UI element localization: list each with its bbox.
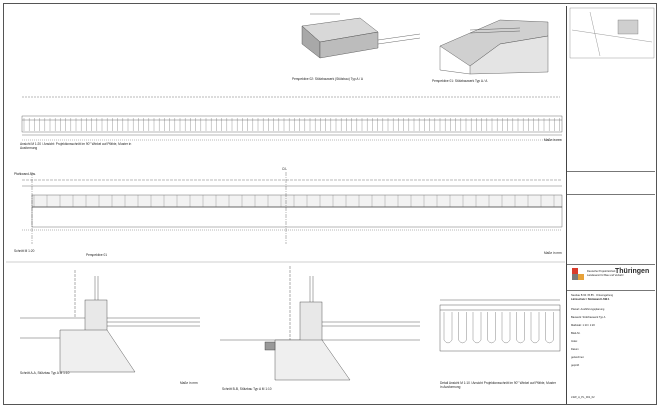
sheet-border — [3, 3, 657, 405]
elevation-strip-1 — [21, 96, 563, 141]
section-a-a-graphic — [20, 270, 200, 373]
tb-divider — [567, 290, 655, 291]
tb-row-7: geprüft — [571, 364, 580, 367]
detail-elevation-graphic — [439, 299, 561, 352]
perspective-01-graphic — [439, 19, 549, 75]
tb-row-6: gezeichnet — [571, 356, 584, 359]
detail-picket-row — [443, 312, 554, 344]
detail-picket — [458, 312, 467, 344]
perspective-02-graphic — [301, 13, 421, 59]
project-line: Neubau B 90 / B 85 · Ortsumgehung — [571, 294, 614, 297]
section-b-label: Schnitt B-B, Stützbau Typ A M 1:10 — [222, 387, 272, 391]
tb-row-1: Bauwerk: Stützbauwerk Typ A — [571, 316, 606, 319]
tb-row-4: Index — [571, 340, 578, 343]
dim-note-2: Maße in mm — [544, 251, 562, 255]
detail-picket — [443, 312, 453, 344]
logo-text: Thüringen — [615, 268, 650, 275]
perspective-label: Perspektive 01 — [86, 253, 108, 257]
drawing-title: Lärmschutz / Stützwand LSW-1 — [571, 298, 610, 301]
longitudinal-label: Pfahlwand Ans. — [14, 172, 36, 176]
tb-row-0: Planart: Ausführungsplanung — [571, 308, 605, 311]
site-map-inset — [569, 7, 655, 59]
tb-divider — [567, 194, 655, 195]
detail-picket — [472, 312, 482, 344]
longitudinal-view — [22, 172, 563, 244]
tb-divider — [567, 264, 655, 265]
detail-title: Detail Ansicht M 1:10 / Ansicht Projekti… — [440, 381, 556, 389]
logo-graphic — [572, 268, 584, 280]
dim-note-3: Maße in mm — [180, 381, 198, 385]
title-block: Deutsche Projekt Einheit Landesamt für B… — [566, 6, 655, 404]
tb-divider — [567, 171, 655, 172]
axis-mark: C/L — [282, 167, 287, 171]
perspective-02-label: Perspektive 02: Stützbauwerk (Stützbau) … — [292, 77, 363, 81]
picket-row-1 — [23, 118, 560, 131]
detail-picket — [530, 312, 540, 344]
tb-footer: LSW_A_PL_001_02 — [571, 396, 595, 399]
detail-picket — [516, 312, 525, 344]
perspective-01-label: Perspektive 01: Stützbauwerk Typ A / A — [432, 79, 488, 83]
section-b-b-graphic — [220, 266, 420, 381]
picket-row-2 — [33, 195, 555, 207]
section-a-label: Schnitt A-A, Stützbau Typ A M 1:10 — [20, 371, 70, 375]
org-1: Deutsche Projekt Einheit — [587, 270, 616, 273]
detail-picket — [545, 312, 554, 344]
dim-note: Maße in mm — [544, 138, 562, 142]
tb-row-2: Maßstab: 1:10 / 1:20 — [571, 324, 595, 327]
detail-picket — [487, 312, 496, 344]
detail-picket — [501, 312, 511, 344]
elevation-title: Ansicht M 1:20 / Ansicht: Projektionssch… — [20, 142, 132, 150]
section-label: Schnitt M 1:20 — [14, 249, 35, 253]
tb-row-3: Blatt-Nr. — [571, 332, 581, 335]
org-2: Landesamt für Bau und Verkehr — [587, 274, 624, 277]
tb-row-5: Datum — [571, 348, 579, 351]
